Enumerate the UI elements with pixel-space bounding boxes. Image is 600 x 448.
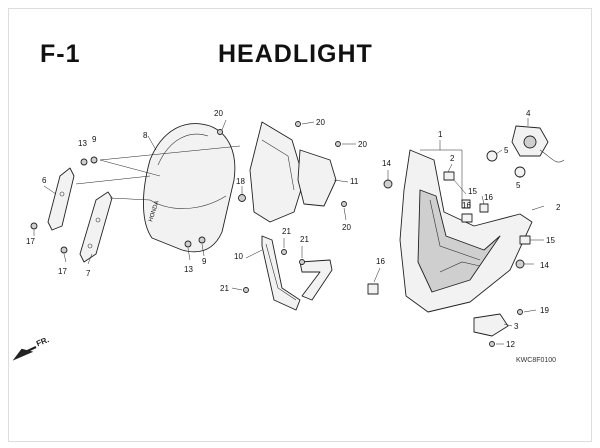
callout-15a: 15	[468, 187, 477, 196]
callout-21c: 21	[220, 284, 229, 293]
screw-20c	[335, 141, 341, 147]
callout-9b: 9	[202, 257, 207, 266]
clip-15b	[461, 213, 473, 223]
drawing-code: KWC8F0100	[516, 357, 557, 364]
section-code: F-1	[40, 40, 81, 68]
grommet-16c	[479, 203, 489, 213]
screw-14a	[383, 179, 393, 189]
callout-20b: 20	[316, 118, 325, 127]
clip-15a	[443, 171, 455, 181]
callout-16b: 16	[484, 193, 493, 202]
callout-11: 11	[350, 177, 359, 186]
section-title: HEADLIGHT	[218, 40, 373, 68]
callout-16c: 16	[462, 201, 471, 210]
callout-12: 12	[506, 340, 515, 349]
callout-17b: 17	[58, 267, 67, 276]
callout-20c: 20	[358, 140, 367, 149]
adjuster-bracket	[473, 313, 509, 337]
washer-9a	[90, 156, 98, 164]
callout-14b: 14	[540, 261, 549, 270]
callout-13b: 13	[184, 265, 193, 274]
front-arrow-icon	[12, 346, 37, 361]
headlight-housing	[399, 149, 533, 313]
screw-20b	[295, 121, 301, 127]
bolt-21c	[243, 287, 249, 293]
upper-cover	[249, 121, 337, 223]
bolt-19	[517, 309, 523, 315]
callout-20d: 20	[342, 223, 351, 232]
bolt-13a	[80, 158, 88, 166]
windscreen: HONDA	[143, 123, 236, 253]
grommet-16a	[367, 283, 379, 295]
bolt-17a	[30, 222, 38, 230]
leader-lines	[33, 118, 545, 345]
screw-20a	[217, 129, 223, 135]
callout-21b: 21	[300, 235, 309, 244]
callout-17a: 17	[26, 237, 35, 246]
callout-14a: 14	[382, 159, 391, 168]
callout-labels: 8 9 13 6 17 17 7 20 20 20 11 20 18 10 21…	[26, 109, 561, 349]
washer-9b	[198, 236, 206, 244]
callout-2b: 2	[556, 203, 561, 212]
screw-14b	[515, 259, 525, 269]
callout-8: 8	[143, 131, 148, 140]
bolt-21b	[299, 259, 305, 265]
callout-2a: 2	[450, 154, 455, 163]
clip-15c	[519, 235, 531, 245]
callout-18: 18	[236, 177, 245, 186]
callout-7: 7	[86, 269, 91, 278]
callout-5b: 5	[516, 181, 521, 190]
bolt-18	[238, 194, 246, 202]
bolt-12	[489, 341, 495, 347]
callout-20a: 20	[214, 109, 223, 118]
callout-3: 3	[514, 322, 519, 331]
callout-16a: 16	[376, 257, 385, 266]
callout-19: 19	[540, 306, 549, 315]
headlight-stay	[261, 235, 333, 311]
callout-5a: 5	[504, 146, 509, 155]
bolt-21a	[281, 249, 287, 255]
callout-13a: 13	[78, 139, 87, 148]
callout-21a: 21	[282, 227, 291, 236]
callout-6: 6	[42, 176, 47, 185]
bolt-17b	[60, 246, 68, 254]
bolt-13b	[184, 240, 192, 248]
callout-15b: 15	[546, 236, 555, 245]
sheet-border	[8, 8, 592, 442]
callout-4: 4	[526, 109, 531, 118]
screw-20d	[341, 201, 347, 207]
small-parts	[30, 121, 531, 347]
side-bracket-right	[79, 191, 113, 263]
side-bracket-left	[47, 167, 75, 231]
callout-1: 1	[438, 130, 443, 139]
callout-9a: 9	[92, 135, 97, 144]
callout-10: 10	[234, 252, 243, 261]
bulb-socket-assembly	[486, 125, 565, 178]
